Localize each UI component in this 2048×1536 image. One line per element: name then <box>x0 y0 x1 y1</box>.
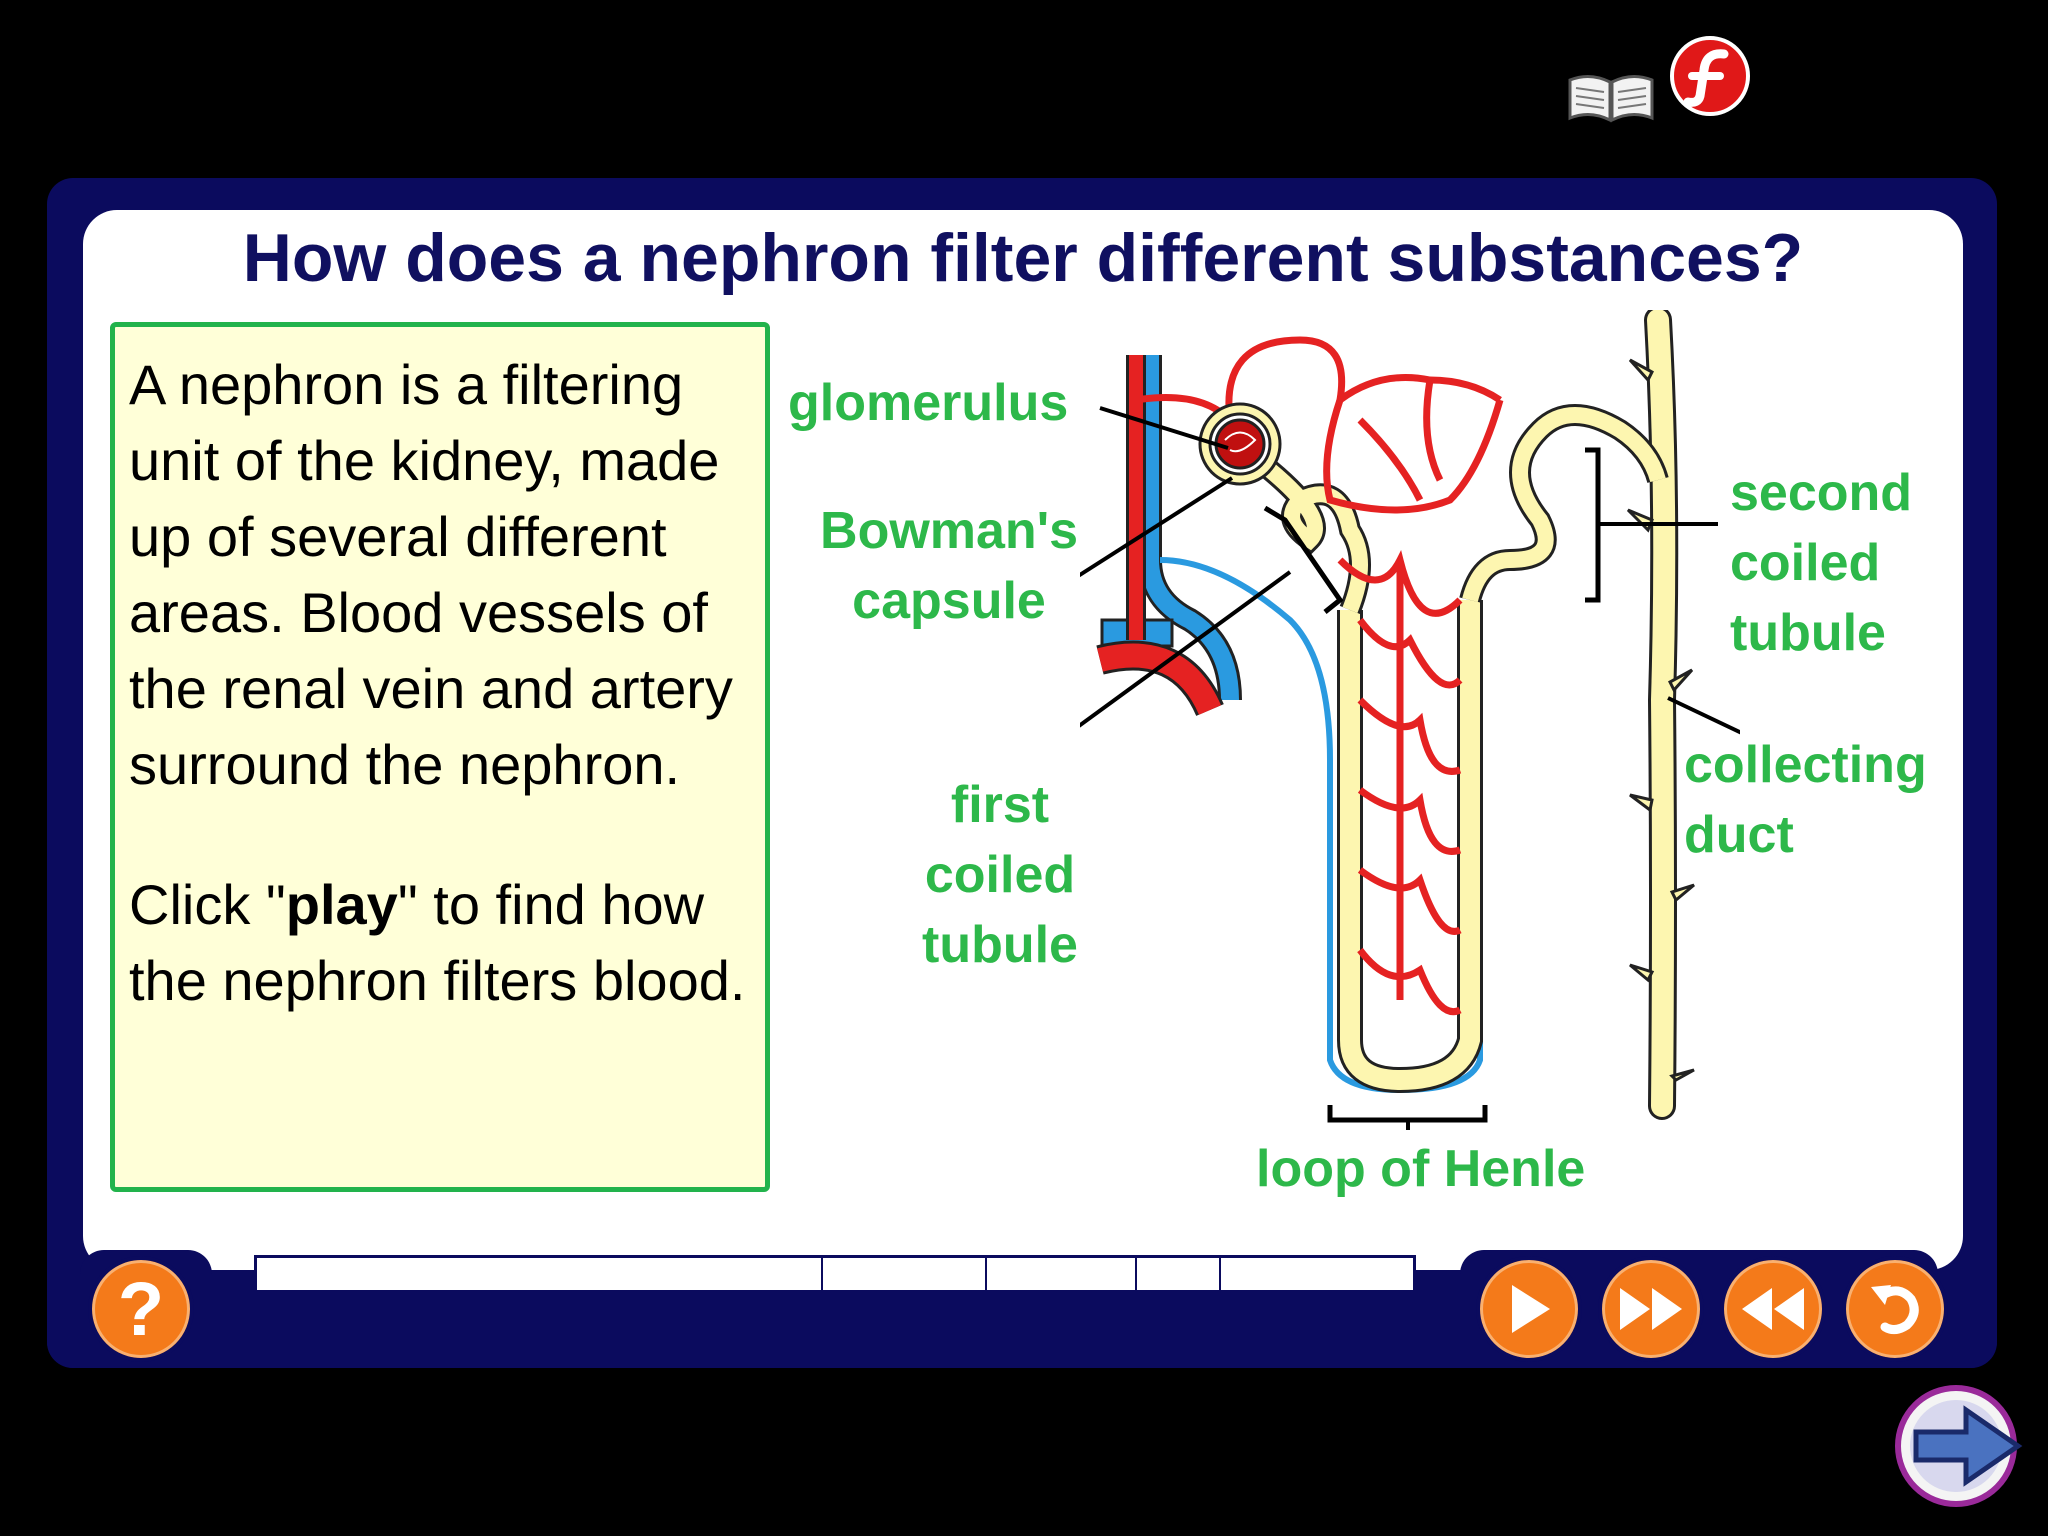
fast-forward-icon <box>1620 1288 1682 1330</box>
timeline-segment[interactable] <box>257 1258 823 1290</box>
intro-paragraph: A nephron is a filtering unit of the kid… <box>129 353 733 796</box>
play-icon <box>1512 1285 1550 1333</box>
label-glomerulus: glomerulus <box>788 374 1069 432</box>
timeline-segment[interactable] <box>987 1258 1137 1290</box>
label-loop-of-henle: loop of Henle <box>1256 1140 1586 1198</box>
fast-forward-button[interactable] <box>1598 1256 1704 1362</box>
replay-button[interactable] <box>1842 1256 1948 1362</box>
book-icon[interactable] <box>1566 72 1656 124</box>
help-button[interactable]: ? <box>88 1256 194 1362</box>
timeline-segment[interactable] <box>1137 1258 1221 1290</box>
arrow-right-icon <box>1895 1385 2023 1507</box>
rewind-button[interactable] <box>1720 1256 1826 1362</box>
instruction-paragraph: Click "play" to find how the nephron fil… <box>129 873 746 1012</box>
next-slide-button[interactable] <box>1894 1382 2026 1514</box>
flash-icon[interactable] <box>1668 34 1752 118</box>
replay-icon <box>1871 1285 1919 1335</box>
play-button[interactable] <box>1476 1256 1582 1362</box>
nephron-diagram <box>1080 310 1740 1130</box>
intro-textbox: A nephron is a filtering unit of the kid… <box>110 322 770 1192</box>
rewind-icon <box>1742 1288 1804 1330</box>
progress-timeline[interactable] <box>254 1255 1416 1293</box>
timeline-segment[interactable] <box>1221 1258 1413 1290</box>
page-title: How does a nephron filter different subs… <box>242 220 1804 296</box>
timeline-segment[interactable] <box>823 1258 987 1290</box>
bottom-bar <box>47 1310 1997 1368</box>
glomerulus-knot <box>1214 418 1266 470</box>
